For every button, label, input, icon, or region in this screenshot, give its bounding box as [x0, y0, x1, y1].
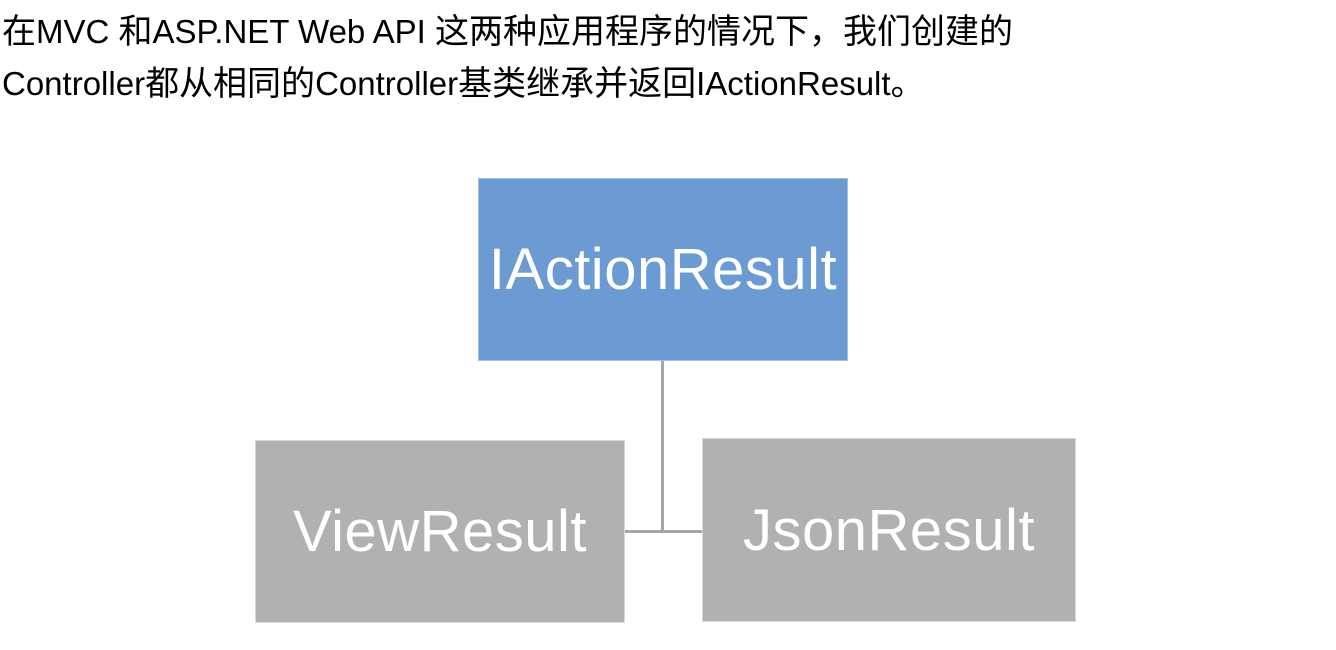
connector-children-horizontal — [624, 530, 703, 533]
diagram-node-iactionresult-label: IActionResult — [488, 237, 838, 302]
caption-latin-run: Controller — [315, 65, 459, 102]
caption-latin-run: ASP.NET Web API — [152, 13, 435, 50]
diagram-node-iactionresult[interactable]: IActionResult — [478, 178, 848, 361]
caption-line-1: 在MVC 和ASP.NET Web API 这两种应用程序的情况下，我们创建的 — [2, 13, 1013, 51]
diagram-node-jsonresult-label: JsonResult — [743, 497, 1035, 563]
diagram-node-viewresult[interactable]: ViewResult — [255, 440, 625, 623]
caption-paragraph: 在MVC 和ASP.NET Web API 这两种应用程序的情况下，我们创建的 … — [0, 6, 1336, 110]
caption-line-2: Controller都从相同的Controller基类继承并返回IActionR… — [2, 65, 925, 103]
caption-latin-run: MVC — [36, 13, 119, 50]
diagram-node-jsonresult[interactable]: JsonResult — [702, 438, 1076, 622]
caption-latin-run: IActionResult — [696, 65, 891, 102]
caption-latin-run: Controller — [2, 65, 146, 102]
connector-root-to-children-vertical — [661, 361, 664, 533]
diagram-node-viewresult-label: ViewResult — [292, 499, 588, 564]
